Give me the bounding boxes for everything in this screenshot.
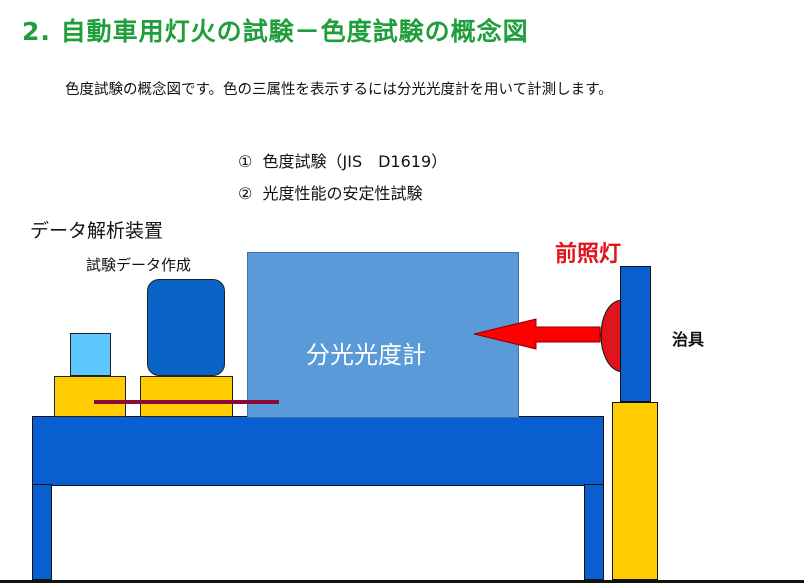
spectrophotometer-label: 分光光度計 xyxy=(306,341,426,369)
slide-description: 色度試験の概念図です。色の三属性を表示するには分光光度計を用いて計測します。 xyxy=(65,82,613,98)
spectrophotometer-box xyxy=(247,252,519,418)
light-arrow-icon xyxy=(473,318,601,350)
headlight-icon xyxy=(600,299,623,373)
analysis-unit-right xyxy=(140,376,233,417)
list-item-number: ① xyxy=(238,152,253,171)
small-device-icon xyxy=(70,333,111,376)
list-item-number: ② xyxy=(238,184,253,203)
jig-upper-post xyxy=(620,266,651,402)
slide-title: 2. 自動車用灯火の試験－色度試験の概念図 xyxy=(22,17,529,46)
jig-label: 治具 xyxy=(672,330,705,349)
table-leg-left xyxy=(32,484,52,580)
floor-line xyxy=(0,580,804,583)
monitor-icon xyxy=(147,279,225,376)
table-leg-right xyxy=(584,484,604,580)
table-top xyxy=(32,416,604,486)
jig-lower-post xyxy=(612,402,658,580)
list-item-text: 色度試験（JIS D1619） xyxy=(262,152,448,171)
list-item-text: 光度性能の安定性試験 xyxy=(262,184,423,203)
headlight-label: 前照灯 xyxy=(555,242,622,267)
analysis-unit-left xyxy=(54,376,126,417)
data-creation-label: 試験データ作成 xyxy=(86,256,192,274)
list-item-stability-test: ② 光度性能の安定性試験 xyxy=(238,180,423,204)
data-analysis-label: データ解析装置 xyxy=(30,220,164,242)
list-item-chromaticity-test: ① 色度試験（JIS D1619） xyxy=(238,148,447,172)
